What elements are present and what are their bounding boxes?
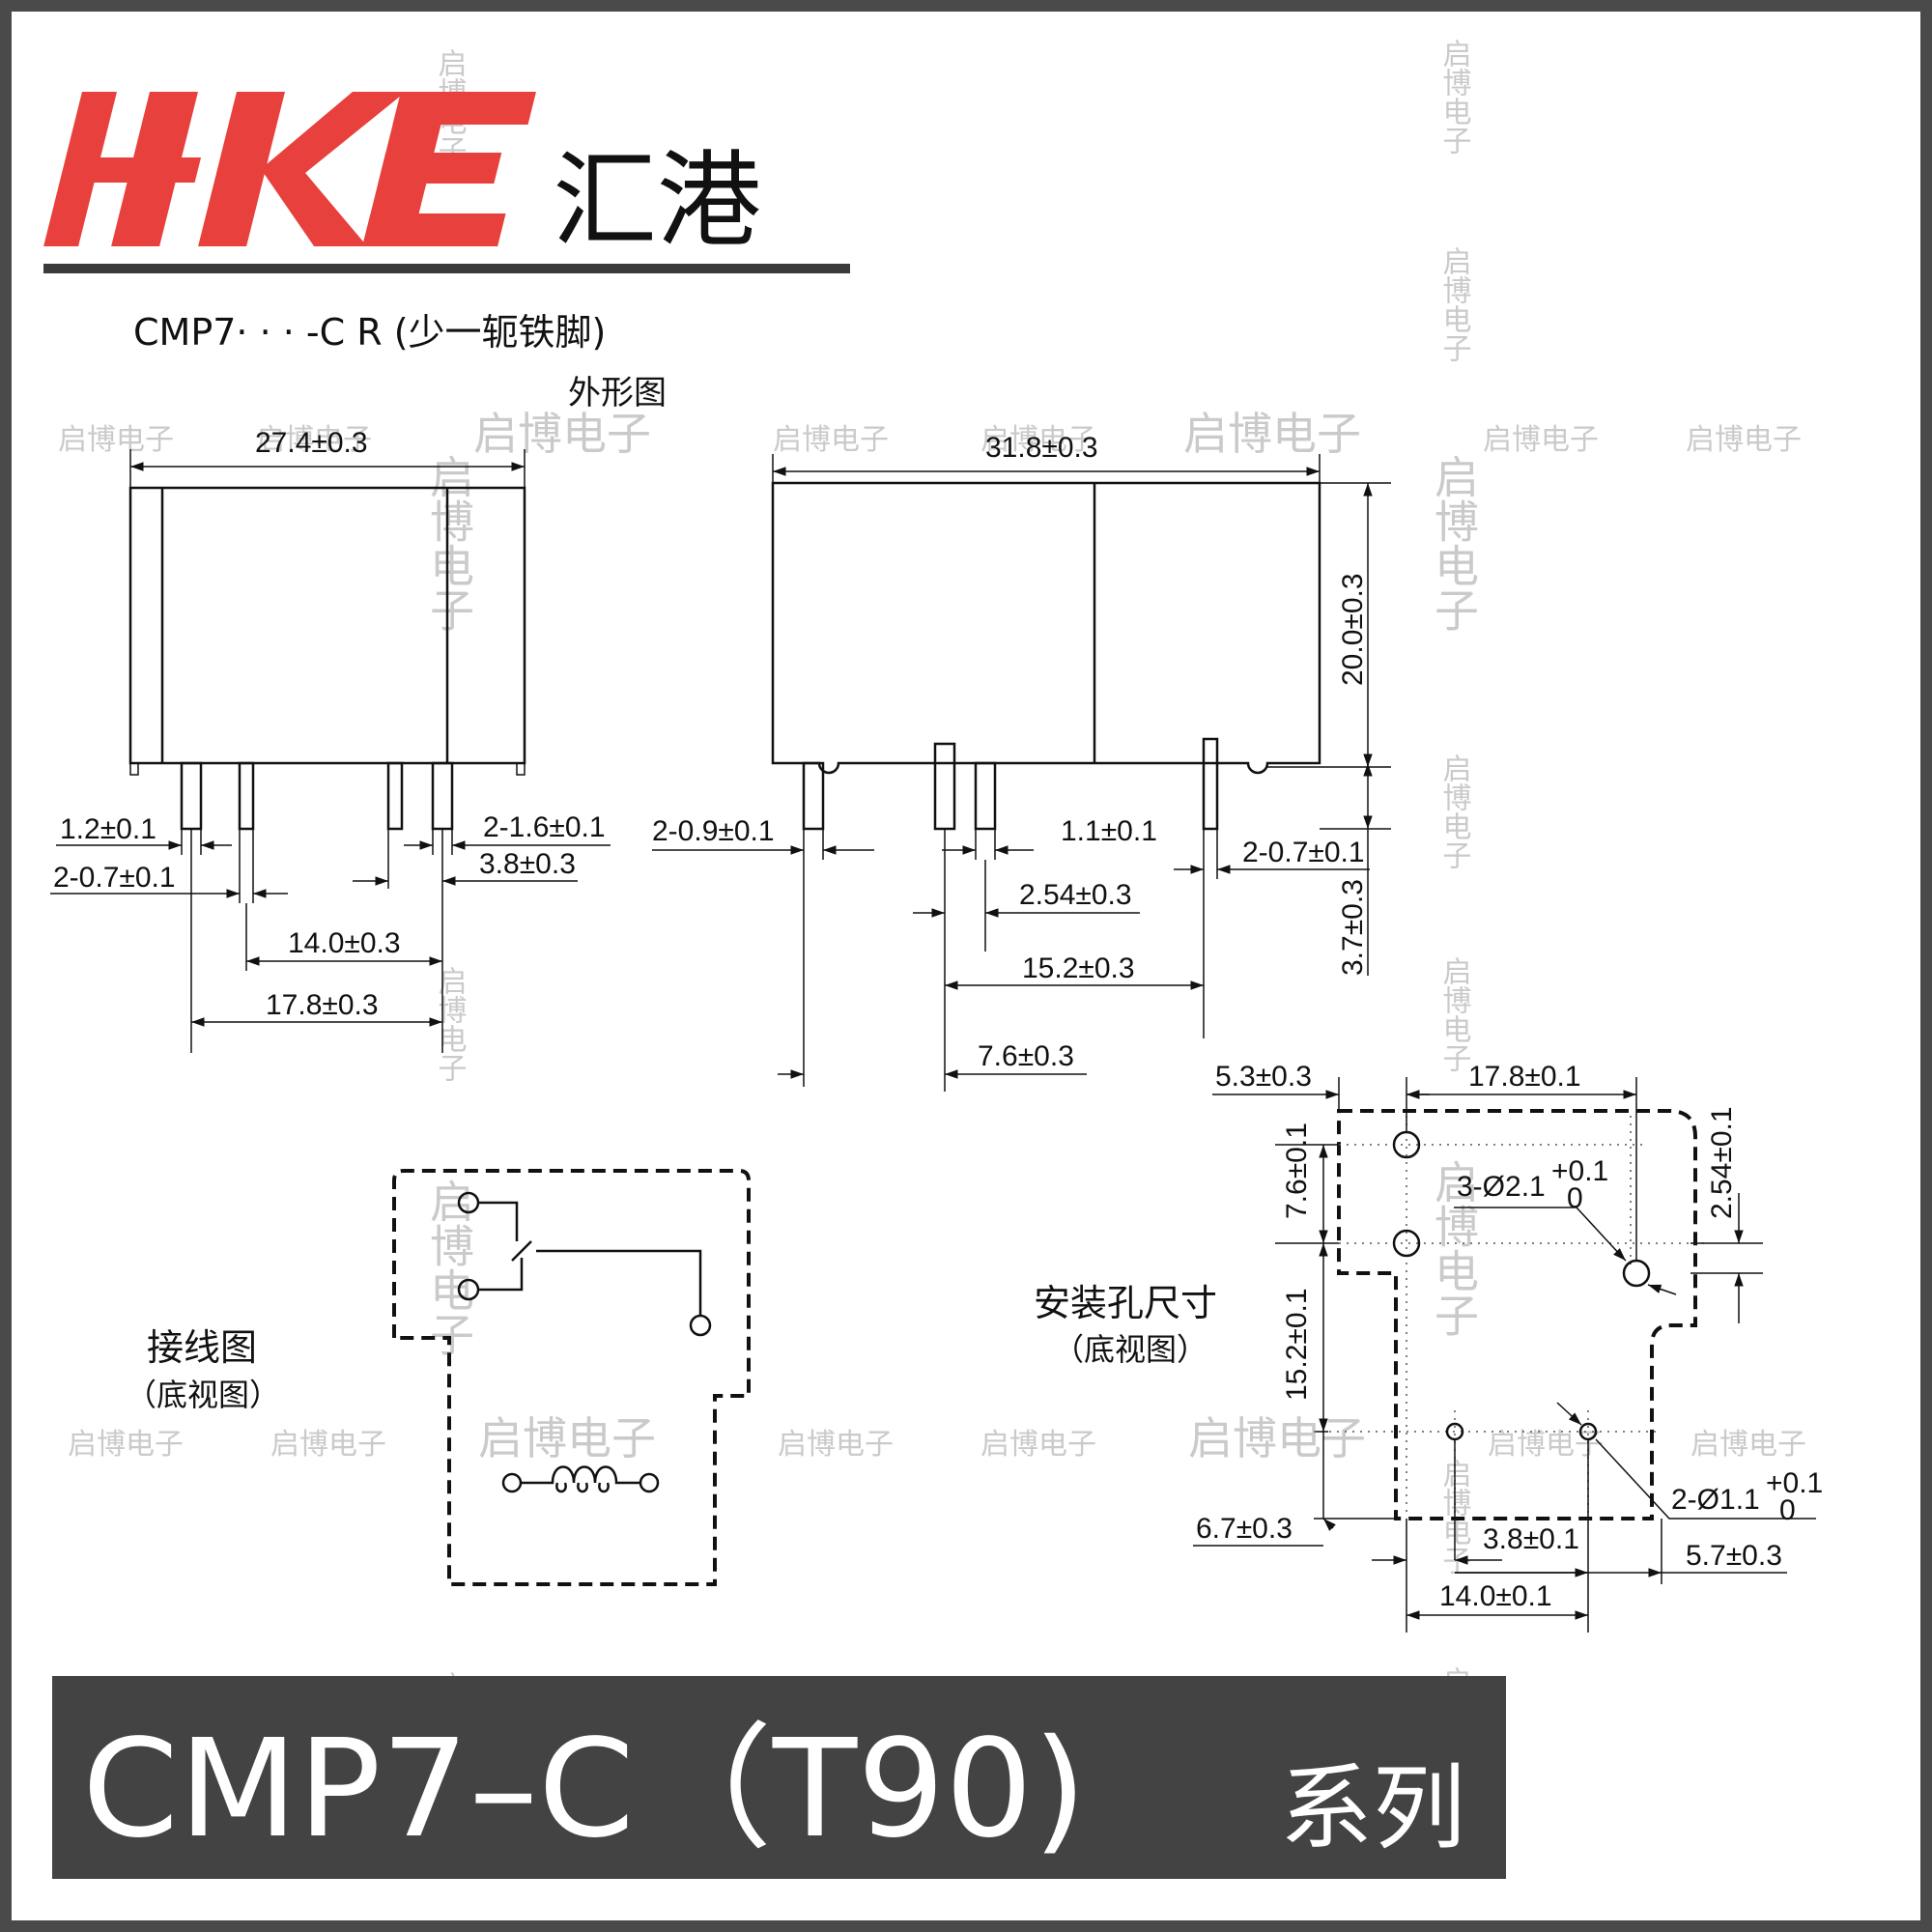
dim-hole-6-7: 6.7±0.3 bbox=[1196, 1513, 1293, 1545]
watermark: 启博电子 bbox=[58, 423, 174, 457]
small-hole-tol-plus: +0.1 bbox=[1766, 1467, 1823, 1499]
holes-subtitle: （底视图） bbox=[1053, 1331, 1208, 1368]
dim-pin-1-2: 1.2±0.1 bbox=[60, 813, 156, 845]
watermark: 启博电子 bbox=[423, 1179, 475, 1356]
dim-pin-2-0-9: 2-0.9±0.1 bbox=[652, 815, 775, 847]
dim-pin-2-0-7: 2-0.7±0.1 bbox=[53, 862, 176, 894]
dim-pin-1-1: 1.1±0.1 bbox=[1061, 815, 1157, 847]
watermark: 启博电子 bbox=[1428, 454, 1480, 632]
small-hole-tol-zero: 0 bbox=[1779, 1494, 1796, 1526]
dim-hole-15-2: 15.2±0.1 bbox=[1281, 1288, 1313, 1401]
dim-pin-17-8: 17.8±0.3 bbox=[266, 989, 379, 1021]
watermark: 启博电子 bbox=[778, 1428, 894, 1462]
watermark: 启博电子 bbox=[1428, 1159, 1480, 1337]
dim-pin-length: 3.7±0.3 bbox=[1337, 879, 1369, 976]
dim-front-width: 31.8±0.3 bbox=[985, 432, 1098, 464]
watermark: 启博电子 bbox=[980, 1428, 1096, 1462]
wiring-title: 接线图 bbox=[147, 1326, 257, 1369]
dim-hole-5-3: 5.3±0.3 bbox=[1215, 1061, 1312, 1093]
dim-side-width: 27.4±0.3 bbox=[255, 427, 368, 459]
watermark: 启博电子 bbox=[1437, 956, 1471, 1072]
watermark: 启博电子 bbox=[773, 423, 889, 457]
series-code: CMP7–C（T90) bbox=[82, 1711, 1087, 1868]
watermark: 启博电子 bbox=[1483, 423, 1599, 457]
watermark: 启博电子 bbox=[980, 423, 1096, 457]
company-name: 汇港 bbox=[553, 141, 761, 262]
dim-hole-2-54: 2.54±0.1 bbox=[1706, 1106, 1738, 1219]
watermark: 启博电子 bbox=[473, 408, 651, 460]
watermark: 启博电子 bbox=[1686, 423, 1802, 457]
big-hole-tol-zero: 0 bbox=[1567, 1182, 1583, 1214]
outline-title: 外形图 bbox=[568, 374, 667, 412]
watermark: 启博电子 bbox=[1690, 1428, 1806, 1462]
mounting-holes-drawing: 安装孔尺寸 （底视图） 5.3±0.3 17.8±0.1 7.6±0.1 15.… bbox=[1034, 1061, 1823, 1633]
wiring-diagram: 接线图 （底视图） bbox=[126, 1169, 751, 1586]
model-note: CMP7· · · -C R (少一轭铁脚) bbox=[133, 311, 606, 354]
series-footer: CMP7–C（T90) 系列 bbox=[52, 1676, 1506, 1879]
dim-pin-2-1-6: 2-1.6±0.1 bbox=[483, 811, 606, 843]
brand-header: 汇港 CMP7· · · -C R (少一轭铁脚) 外形图 bbox=[43, 92, 850, 412]
watermark: 启博电子 bbox=[1437, 39, 1471, 155]
dim-height: 20.0±0.3 bbox=[1337, 573, 1369, 686]
dim-pin-14: 14.0±0.3 bbox=[288, 927, 401, 959]
watermark: 启博电子 bbox=[478, 1412, 656, 1464]
small-hole-label: 2-Ø1.1 bbox=[1671, 1484, 1760, 1516]
big-hole-tol-plus: +0.1 bbox=[1551, 1155, 1608, 1187]
watermark: 启博电子 bbox=[433, 966, 467, 1082]
wiring-subtitle: （底视图） bbox=[126, 1377, 280, 1413]
series-word: 系列 bbox=[1280, 1754, 1465, 1862]
holes-title: 安装孔尺寸 bbox=[1034, 1282, 1217, 1324]
watermark: 启博电子 bbox=[1488, 1428, 1604, 1462]
dim-pin-15-2: 15.2±0.3 bbox=[1022, 952, 1135, 984]
watermark: 启博电子 bbox=[256, 423, 372, 457]
big-hole-label: 3-Ø2.1 bbox=[1457, 1171, 1546, 1203]
side-view-drawing: 27.4±0.3 1.2±0.1 2-0.7±0.1 2-1.6±0.1 3.8… bbox=[50, 427, 611, 1053]
watermark: 启博电子 bbox=[1183, 408, 1361, 460]
dim-hole-7-6: 7.6±0.1 bbox=[1281, 1122, 1313, 1219]
dim-pin-2-0-7-front: 2-0.7±0.1 bbox=[1242, 837, 1365, 868]
watermark: 启博电子 bbox=[1188, 1412, 1366, 1464]
front-view-drawing: 31.8±0.3 20.0±0.3 2-0.9±0.1 1.1±0.1 2-0.… bbox=[652, 432, 1391, 1092]
dim-hole-5-7: 5.7±0.3 bbox=[1686, 1540, 1782, 1572]
dim-hole-3-8: 3.8±0.1 bbox=[1483, 1523, 1579, 1555]
dim-pin-3-8: 3.8±0.3 bbox=[479, 848, 576, 880]
watermark: 启博电子 bbox=[1437, 246, 1471, 362]
watermark: 启博电子 bbox=[68, 1428, 184, 1462]
dim-pin-7-6: 7.6±0.3 bbox=[978, 1040, 1074, 1072]
dim-hole-17-8: 17.8±0.1 bbox=[1468, 1061, 1581, 1093]
watermark: 启博电子 bbox=[1437, 753, 1471, 869]
hke-logo bbox=[43, 92, 536, 246]
watermark: 启博电子 bbox=[423, 454, 475, 632]
header-divider bbox=[43, 264, 850, 273]
footer-band bbox=[52, 1676, 1506, 1879]
watermark: 启博电子 bbox=[270, 1428, 386, 1462]
datasheet-page: 启博电子 启博电子 启博电子 启博电子 启博电子 启博电子 启博电子 启博电子 … bbox=[12, 12, 1920, 1920]
dim-hole-14: 14.0±0.1 bbox=[1439, 1580, 1552, 1612]
dim-pin-2-54: 2.54±0.3 bbox=[1019, 879, 1132, 911]
drawing-canvas: 启博电子 启博电子 启博电子 启博电子 启博电子 启博电子 启博电子 启博电子 … bbox=[43, 39, 1823, 1879]
